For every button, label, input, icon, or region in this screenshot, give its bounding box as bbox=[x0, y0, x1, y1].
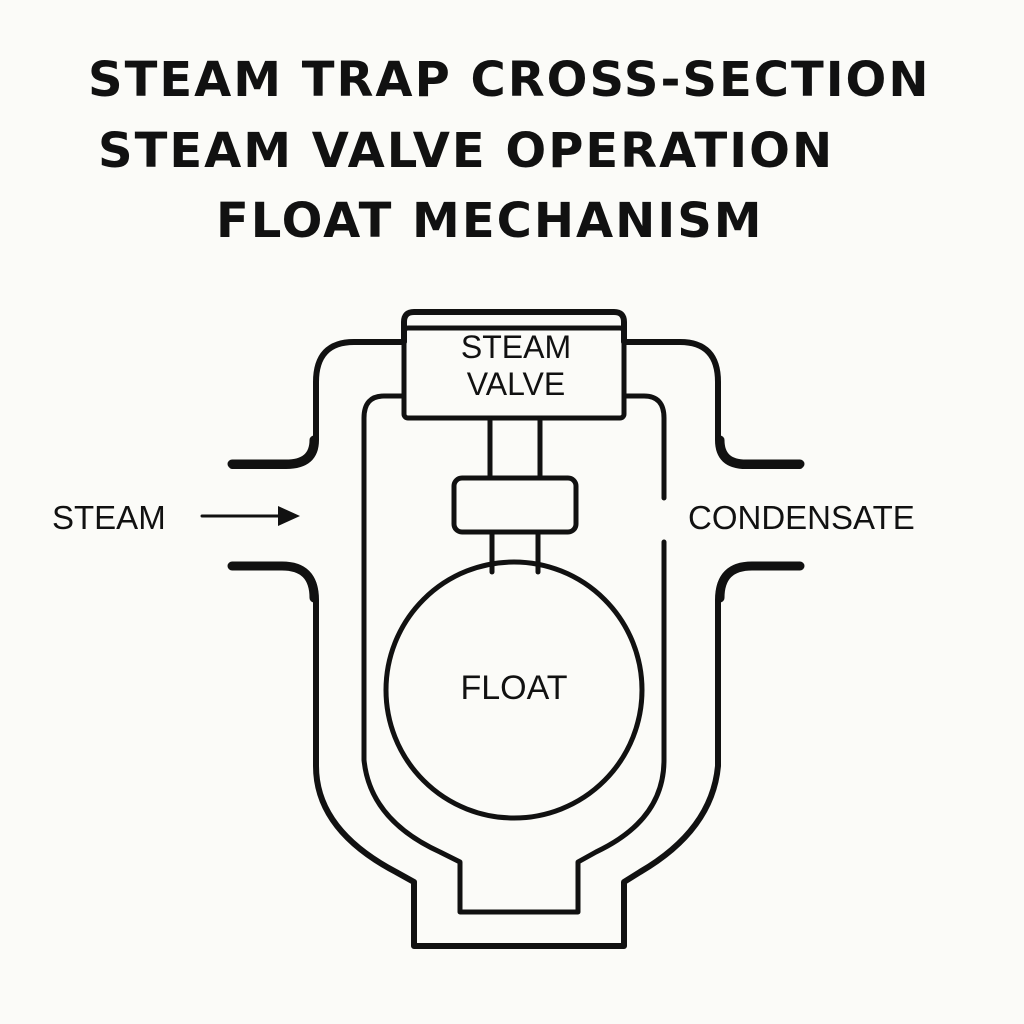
inlet-pipe-top bbox=[227, 435, 319, 469]
outlet-pipe-bottom bbox=[715, 561, 805, 603]
inlet-arrow-head bbox=[278, 506, 300, 526]
trap-body-outer-wall bbox=[229, 309, 803, 949]
title-line-3: FLOAT MECHANISM bbox=[216, 193, 764, 249]
inlet-steam-label: STEAM bbox=[52, 499, 166, 536]
outlet-condensate-label: CONDENSATE bbox=[688, 499, 915, 536]
title-line-1: STEAM TRAP CROSS-SECTION bbox=[88, 52, 931, 108]
outlet-pipe-top bbox=[715, 435, 805, 469]
steam-valve-housing bbox=[401, 325, 627, 421]
steam-valve-label-line-1: STEAM bbox=[461, 329, 571, 365]
trap-inner-chamber-wall bbox=[361, 393, 667, 915]
diagram-title: STEAM TRAP CROSS-SECTION STEAM VALVE OPE… bbox=[0, 0, 1024, 270]
steam-valve-label-line-2: VALVE bbox=[467, 366, 565, 402]
float-label: FLOAT bbox=[460, 669, 567, 707]
float-ball bbox=[383, 559, 645, 821]
inlet-pipe-bottom bbox=[227, 561, 319, 603]
title-line-2: STEAM VALVE OPERATION bbox=[98, 123, 835, 179]
valve-plug bbox=[451, 475, 579, 535]
